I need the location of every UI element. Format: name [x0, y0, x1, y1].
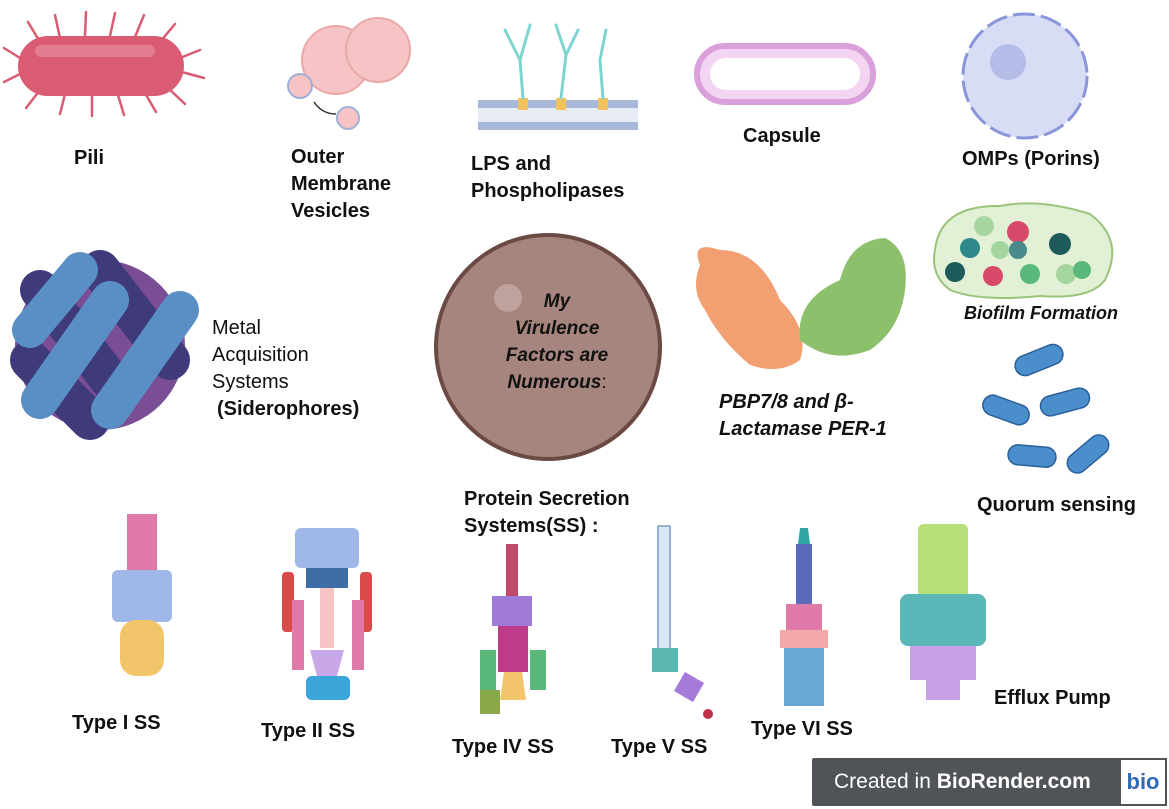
efflux-pump-label: Efflux Pump	[994, 687, 1111, 709]
pbp-label-line: PBP7/8 and β-	[719, 391, 854, 413]
omv-label-line: Vesicles	[291, 200, 370, 222]
lps-label-line: Phospholipases	[471, 180, 625, 202]
secretion-systems-label: Protein Secretion Systems(SS) :	[464, 486, 630, 540]
siderophores-label: (Siderophores)	[217, 398, 360, 420]
omp-porin-icon	[961, 12, 1089, 140]
center-text-line: My	[543, 291, 571, 312]
biofilm-label: Biofilm Formation	[964, 303, 1118, 323]
quorum-sensing-icon	[982, 343, 1110, 474]
type-v-ss-icon	[652, 525, 713, 719]
type-iv-ss-icon	[480, 544, 546, 714]
biofilm-icon	[933, 202, 1114, 299]
omv-label-line: Membrane	[291, 173, 392, 195]
center-text-line: Factors are	[505, 345, 609, 366]
omps-label: OMPs (Porins)	[962, 148, 1100, 170]
pbp-label-line: Lactamase PER-1	[719, 418, 887, 440]
secretion-label-line: Protein Secretion	[464, 488, 630, 510]
type-ii-ss-icon	[282, 528, 372, 700]
quorum-sensing-label: Quorum sensing	[977, 494, 1136, 516]
type-vi-ss-label: Type VI SS	[751, 718, 853, 740]
center-text-line: Virulence	[514, 318, 600, 339]
type-vi-ss-icon	[780, 528, 828, 706]
pili-label: Pili	[74, 147, 105, 169]
lps-label: LPS and Phospholipases	[471, 151, 624, 205]
secretion-label-line: Systems(SS) :	[464, 515, 599, 537]
type-ii-ss-label: Type II SS	[261, 720, 356, 742]
center-cell-icon	[434, 233, 662, 461]
siderophore-icon	[10, 250, 199, 440]
pbp-beta-lactamase-icon	[696, 238, 906, 369]
type-i-ss-label: Type I SS	[72, 712, 161, 734]
omv-label: Outer Membrane Vesicles	[291, 144, 391, 225]
capsule-icon	[694, 43, 876, 105]
center-text-line: Numerous:	[507, 372, 607, 393]
outer-membrane-vesicles-icon	[287, 17, 411, 130]
badge-text: Created in BioRender.com	[834, 770, 1091, 793]
biorender-badge[interactable]: Created in BioRender.com bio	[812, 758, 1167, 806]
metal-label-line: Acquisition	[212, 344, 309, 366]
type-i-ss-icon	[112, 514, 172, 676]
metal-acquisition-label: Metal Acquisition Systems	[212, 315, 309, 396]
center-cell-text: My Virulence Factors are Numerous:	[472, 288, 642, 396]
pbp-label: PBP7/8 and β- Lactamase PER-1	[719, 389, 887, 443]
efflux-pump-icon	[900, 524, 986, 700]
type-v-ss-label: Type V SS	[611, 736, 708, 758]
omv-label-line: Outer	[291, 146, 345, 168]
type-iv-ss-label: Type IV SS	[452, 736, 554, 758]
biorender-logo-icon: bio	[1119, 758, 1167, 806]
pili-bacterium-icon	[2, 10, 206, 118]
metal-label-line: Metal	[212, 317, 261, 339]
capsule-label: Capsule	[743, 125, 821, 147]
metal-label-line: Systems	[212, 371, 289, 393]
lps-membrane-icon	[478, 23, 638, 130]
lps-label-line: LPS and	[471, 153, 552, 175]
